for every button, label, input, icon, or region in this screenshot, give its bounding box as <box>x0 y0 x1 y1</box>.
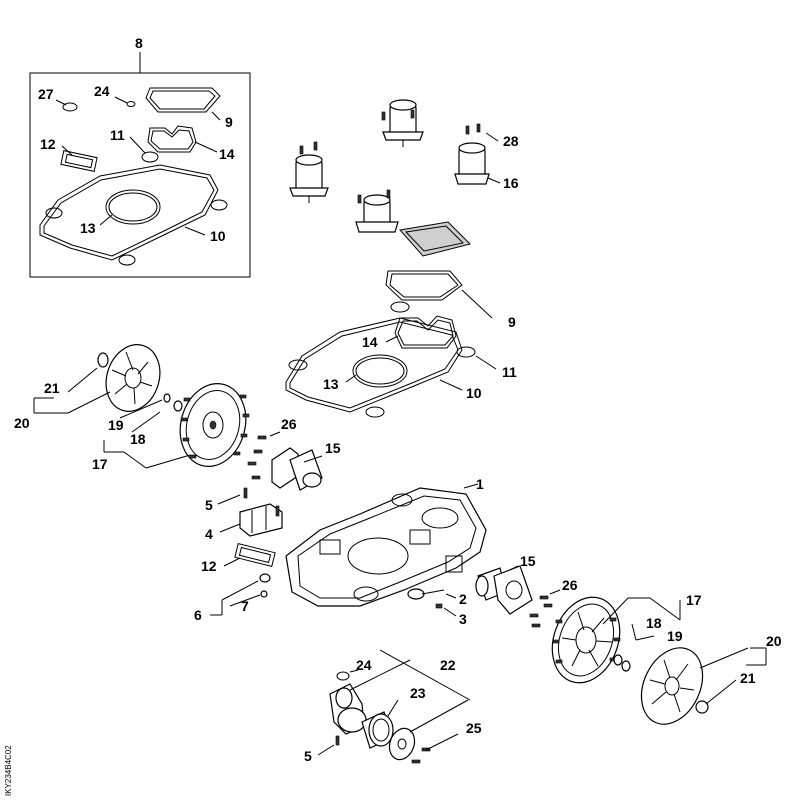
left-gearbox <box>247 431 323 491</box>
drawing-code-text: IKY234B4C02 <box>4 745 13 796</box>
callout-9: 9 <box>225 114 233 130</box>
callout-12: 12 <box>201 558 217 574</box>
callout-22: 22 <box>440 657 456 673</box>
callout-24: 24 <box>94 83 110 99</box>
main-gaskets <box>285 270 497 418</box>
callout-20: 20 <box>766 633 782 649</box>
callout-9: 9 <box>508 314 516 330</box>
callout-14: 14 <box>362 334 378 350</box>
callout-20: 20 <box>14 415 30 431</box>
main-chassis <box>285 483 487 607</box>
callout-5: 5 <box>304 748 312 764</box>
callout-28: 28 <box>503 133 519 149</box>
callout-24: 24 <box>356 657 372 673</box>
callout-10: 10 <box>210 228 226 244</box>
callout-11: 11 <box>502 364 517 380</box>
callout-27: 27 <box>38 86 54 102</box>
callout-16: 16 <box>503 175 519 191</box>
bottom-gear-assembly <box>317 649 471 764</box>
callout-7: 7 <box>241 598 249 614</box>
callout-14: 14 <box>219 146 235 162</box>
left-small-parts <box>210 487 283 616</box>
callout-2: 2 <box>459 591 467 607</box>
callout-23: 23 <box>410 685 426 701</box>
callout-19: 19 <box>108 417 124 433</box>
callout-15: 15 <box>325 440 341 456</box>
callout-1: 1 <box>476 476 484 492</box>
callout-21: 21 <box>44 380 60 396</box>
callout-labels: 8 27 24 9 11 14 12 13 10 28 16 9 14 11 1… <box>14 35 782 764</box>
callout-15: 15 <box>520 553 536 569</box>
callout-11: 11 <box>110 127 125 143</box>
callout-25: 25 <box>466 720 482 736</box>
callout-8: 8 <box>135 35 143 51</box>
callout-13: 13 <box>80 220 96 236</box>
left-wheel-assembly <box>33 344 250 469</box>
gasket-kit-box <box>29 52 251 278</box>
right-wheel-assembly <box>551 596 767 725</box>
callout-12: 12 <box>40 136 56 152</box>
callout-18: 18 <box>130 431 146 447</box>
callout-21: 21 <box>740 670 756 686</box>
callout-4: 4 <box>205 526 213 542</box>
callout-6: 6 <box>194 607 202 623</box>
callout-5: 5 <box>205 497 213 513</box>
callout-17: 17 <box>686 592 702 608</box>
drawing-code: IKY234B4C02 <box>4 745 13 796</box>
center-small-parts <box>407 588 457 617</box>
right-gearbox <box>475 565 561 628</box>
callout-10: 10 <box>466 385 482 401</box>
callout-17: 17 <box>92 456 108 472</box>
motors-group <box>289 99 501 257</box>
callout-18: 18 <box>646 615 662 631</box>
callout-26: 26 <box>562 577 578 593</box>
callout-13: 13 <box>323 376 339 392</box>
callout-3: 3 <box>459 611 467 627</box>
callout-26: 26 <box>281 416 297 432</box>
callout-19: 19 <box>667 628 683 644</box>
